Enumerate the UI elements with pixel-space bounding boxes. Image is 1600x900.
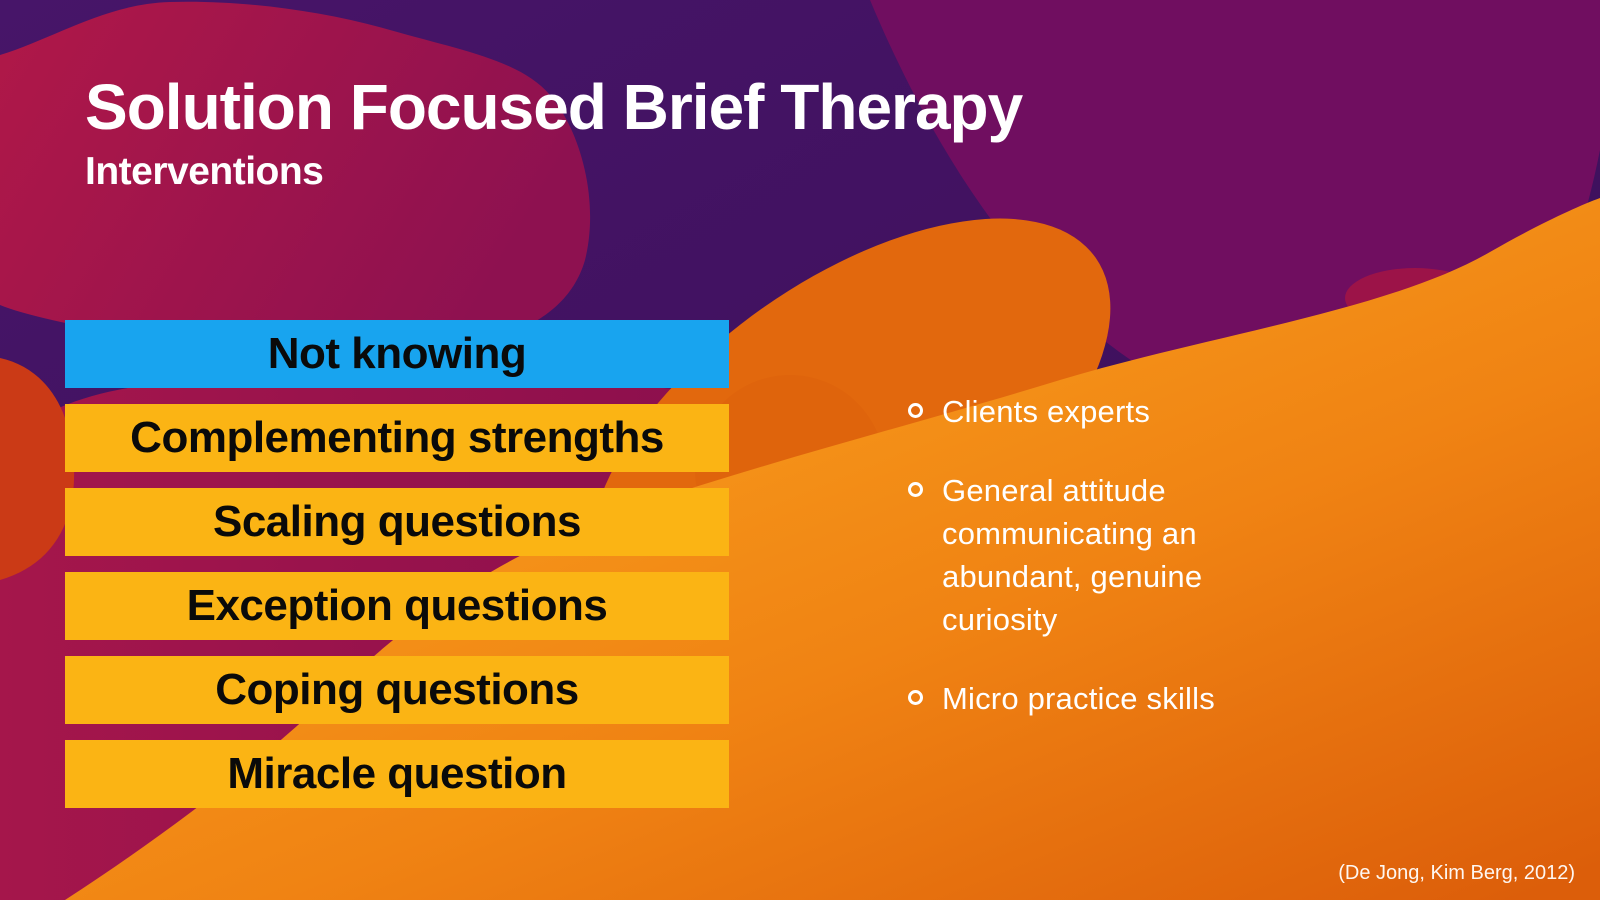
intervention-bar-label: Not knowing [267,329,527,378]
page-title: Solution Focused Brief Therapy [85,71,1023,143]
bullet-text: Micro practice skills [942,681,1215,716]
intervention-bar-label: Coping questions [215,665,579,714]
list-item: Micro practice skills [908,677,1338,720]
intervention-bar-scaling-questions: Scaling questions [65,488,729,556]
intervention-list: Not knowing Complementing strengths Scal… [65,320,729,808]
citation: (De Jong, Kim Berg, 2012) [1338,862,1575,884]
intervention-bar-coping-questions: Coping questions [65,656,729,724]
intervention-bar-label: Miracle question [227,749,567,798]
circle-bullet-icon [908,482,923,497]
intervention-bar-complementing-strengths: Complementing strengths [65,404,729,472]
circle-bullet-icon [908,403,923,418]
intervention-bar-label: Complementing strengths [130,413,664,462]
intervention-bar-label: Exception questions [186,581,608,630]
bullet-text: General attitude communicating an abunda… [942,473,1203,637]
bullet-text: Clients experts [942,394,1151,429]
circle-bullet-icon [908,690,923,705]
list-item: General attitude communicating an abunda… [908,469,1338,641]
intervention-bar-label: Scaling questions [212,497,582,546]
bullet-list: Clients experts General attitude communi… [908,390,1338,756]
intervention-bar-miracle-question: Miracle question [65,740,729,808]
intervention-bar-exception-questions: Exception questions [65,572,729,640]
page-subtitle: Interventions [85,150,324,193]
list-item: Clients experts [908,390,1338,433]
intervention-bar-not-knowing: Not knowing [65,320,729,388]
